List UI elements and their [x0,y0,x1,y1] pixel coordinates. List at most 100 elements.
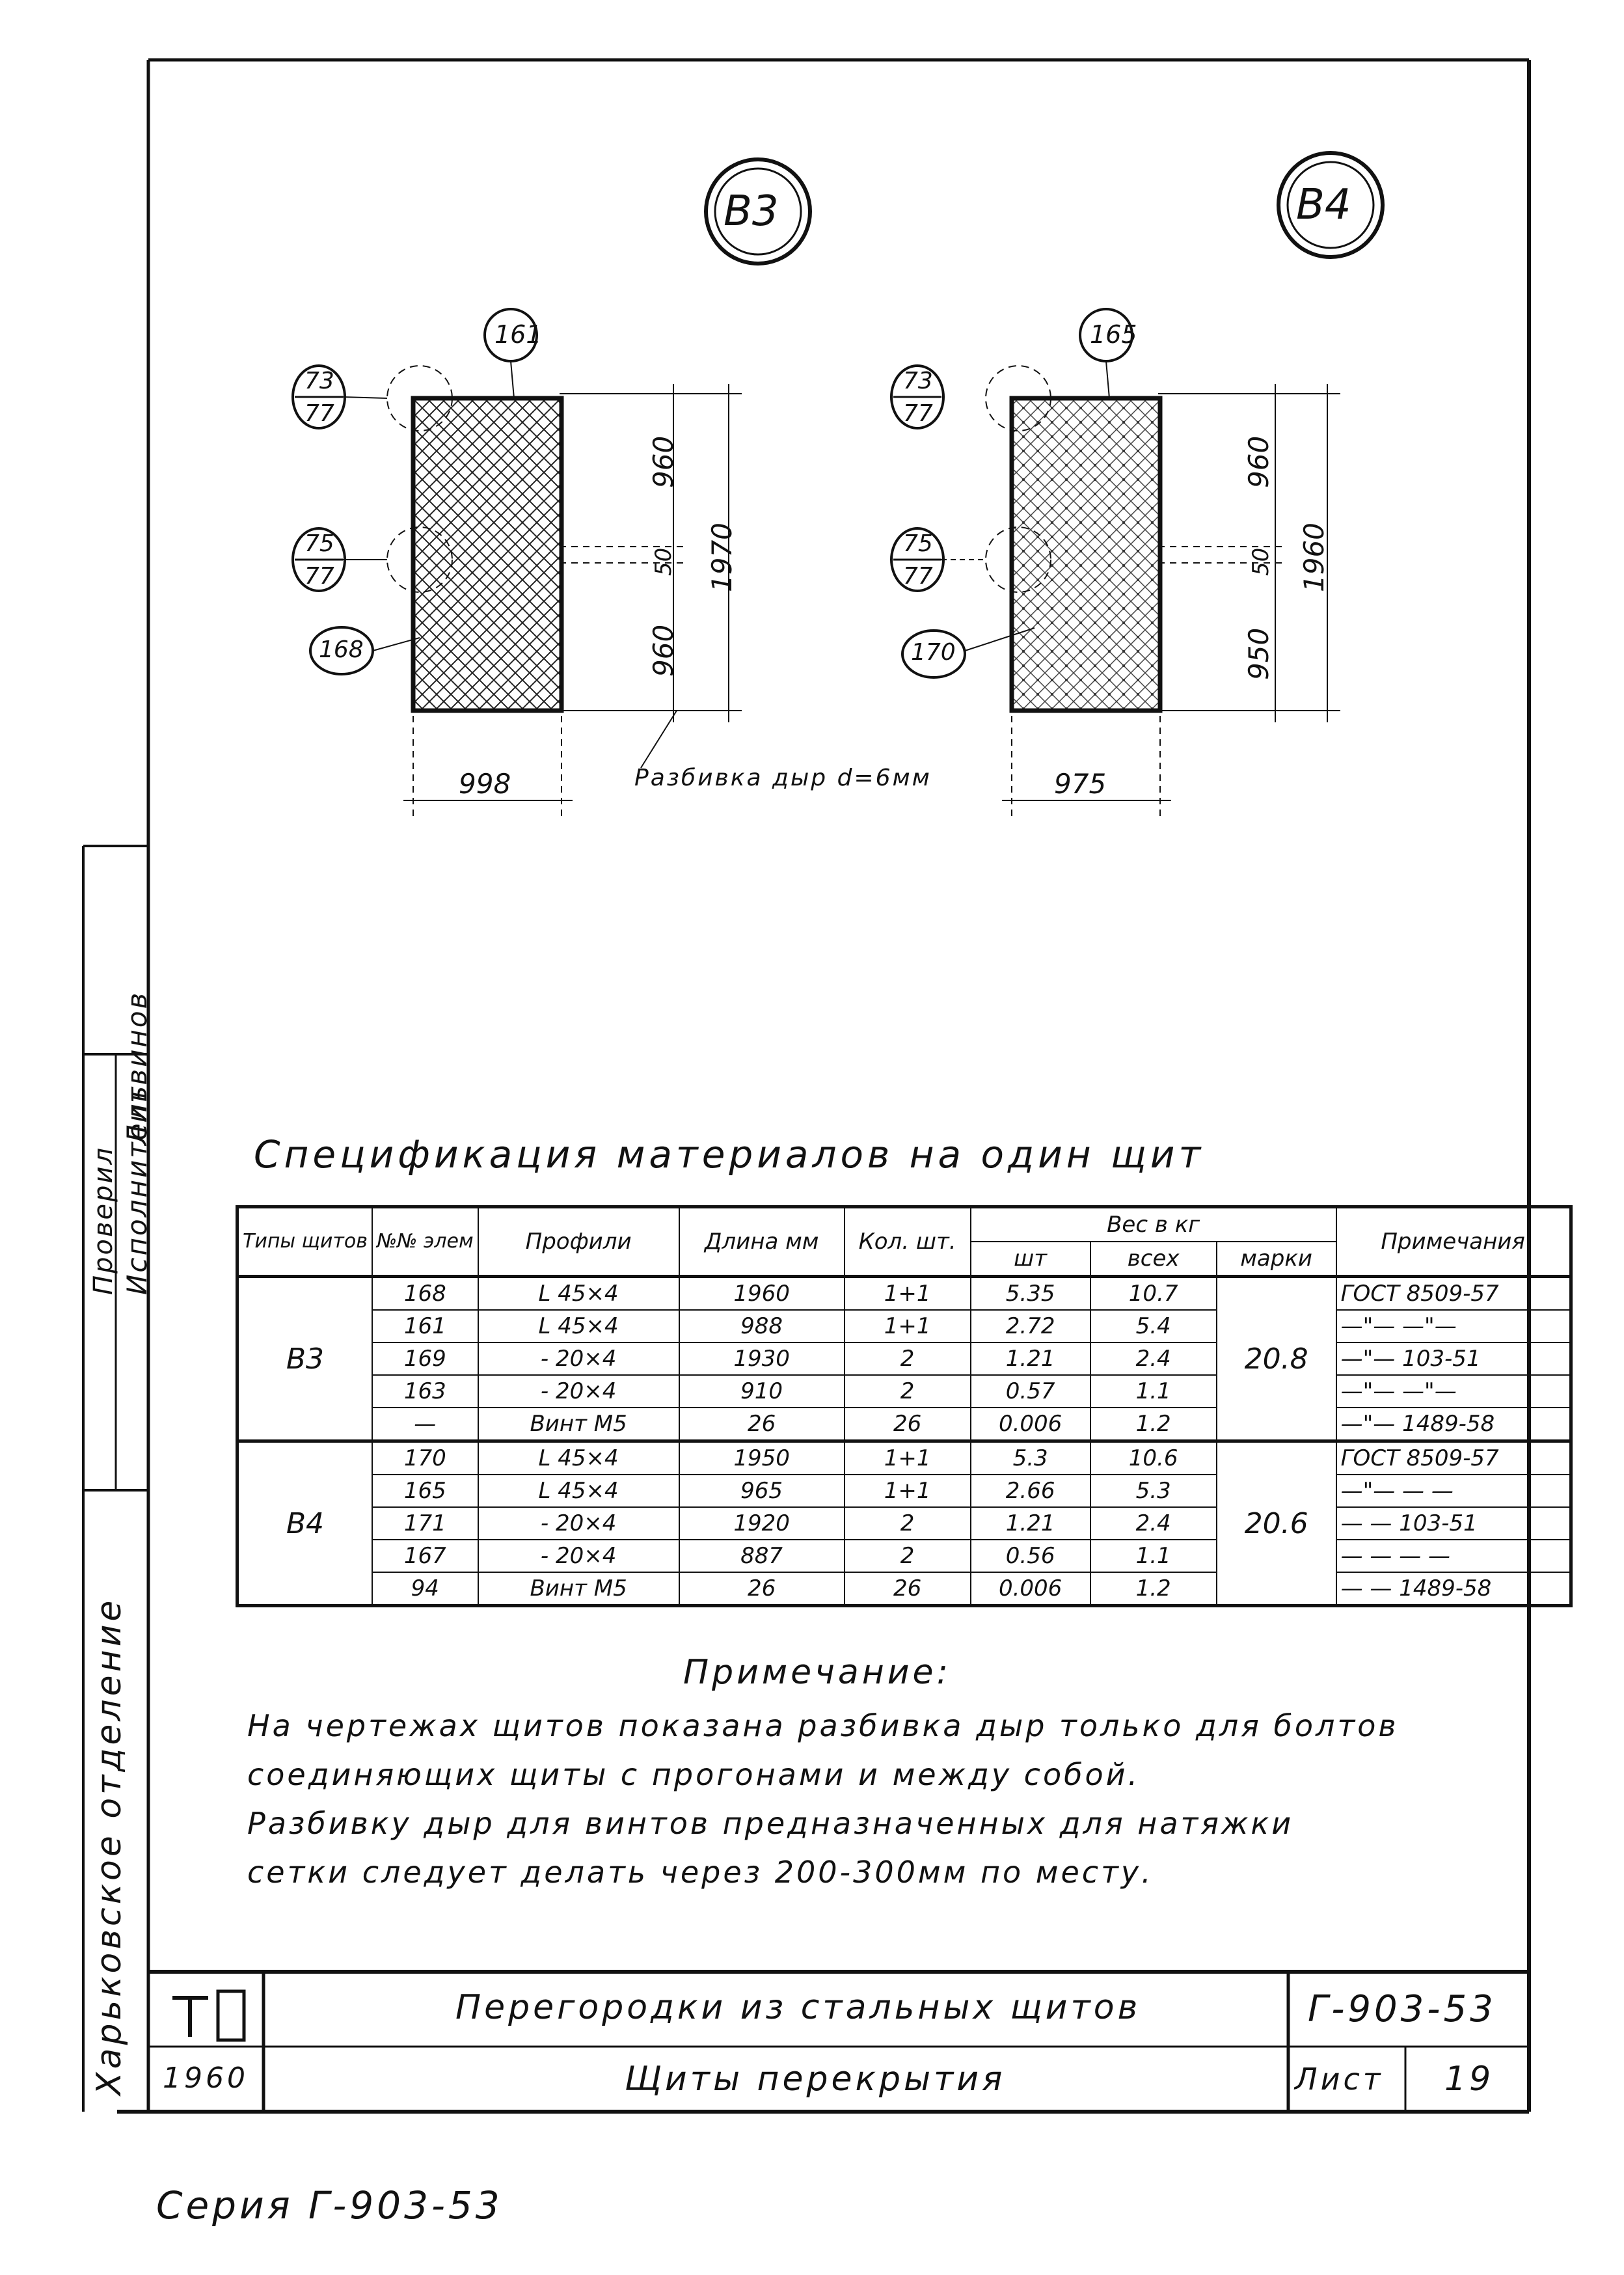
w-piece-cell: 0.56 [969,1539,1091,1573]
note-line-4: сетки следует делать через 200-300мм по … [247,1855,1154,1890]
note-line-1: На чертежах щитов показана разбивка дыр … [247,1708,1399,1743]
length-cell: 887 [678,1539,845,1573]
dim-right-bottom: 950 [1243,627,1275,680]
w-all-cell: 1.1 [1089,1374,1217,1408]
profile-cell: L 45×4 [477,1474,680,1508]
callout-168: 168 [319,636,364,663]
callout-75: 75 [304,530,334,557]
profile-cell: Винт М5 [477,1407,680,1442]
sheet-label: Лист [1295,2062,1384,2097]
header-length: Длина мм [678,1206,845,1277]
elem-cell: 163 [371,1374,479,1408]
note-line-3: Разбивку дыр для винтов предназначенных … [247,1806,1294,1841]
dim-right-width: 975 [1054,768,1107,800]
drawing-subtitle: Щиты перекрытия [625,2060,1006,2099]
w-all-cell: 2.4 [1089,1506,1217,1540]
table-row: 163 - 20×4 910 2 0.57 1.1 —"— —"— [237,1374,1572,1408]
profile-cell: - 20×4 [477,1506,680,1540]
note-cell: ГОСТ 8509-57 [1335,1440,1572,1475]
note-cell: — — 103-51 [1335,1506,1572,1540]
qty-cell: 1+1 [843,1275,971,1311]
w-all-cell: 1.1 [1089,1539,1217,1573]
w-piece-cell: 1.21 [969,1506,1091,1540]
note-cell: — — 1489-58 [1335,1572,1572,1607]
length-cell: 26 [678,1407,845,1442]
length-cell: 26 [678,1572,845,1607]
header-profile: Профили [477,1206,680,1277]
mark-weight-cell: 20.6 [1215,1440,1337,1607]
w-piece-cell: 0.006 [969,1572,1091,1607]
notes-heading: Примечание: [683,1653,952,1692]
w-all-cell: 10.6 [1089,1440,1217,1475]
w-piece-cell: 2.66 [969,1474,1091,1508]
elem-cell: 168 [371,1275,479,1311]
qty-cell: 2 [843,1342,971,1376]
elem-cell: 169 [371,1342,479,1376]
qty-cell: 2 [843,1539,971,1573]
elem-cell: 170 [371,1440,479,1475]
table-row: 165 L 45×4 965 1+1 2.66 5.3 —"— — — [237,1474,1572,1508]
header-w-piece: шт [969,1241,1091,1277]
length-cell: 1930 [678,1342,845,1376]
dim-right-top: 960 [1243,435,1275,488]
note-cell: —"— — — [1335,1474,1572,1508]
type-cell: В3 [236,1275,373,1442]
qty-cell: 2 [843,1374,971,1408]
qty-cell: 1+1 [843,1309,971,1343]
callout-77r: 77 [903,400,933,427]
table-row: 94 Винт М5 26 26 0.006 1.2 — — 1489-58 [237,1572,1572,1607]
callout-77: 77 [304,400,334,427]
qty-cell: 1+1 [843,1474,971,1508]
length-cell: 965 [678,1474,845,1508]
table-row: — Винт М5 26 26 0.006 1.2 —"— 1489-58 [237,1407,1572,1442]
qty-cell: 26 [843,1407,971,1442]
header-weight-group: Вес в кг [969,1206,1337,1242]
dim-left-total: 1970 [706,523,738,592]
w-all-cell: 1.2 [1089,1572,1217,1607]
elem-cell: 94 [371,1572,479,1607]
profile-cell: L 45×4 [477,1275,680,1311]
w-piece-cell: 5.35 [969,1275,1091,1311]
table-row: В3 168 L 45×4 1960 1+1 5.35 10.7 20.8 ГО… [236,1275,1572,1442]
w-all-cell: 10.7 [1089,1275,1217,1311]
callout-165: 165 [1090,320,1137,349]
panel-tag-b3: В3 [724,187,779,236]
hole-spacing-note: Разбивка дыр d=6мм [634,765,932,791]
drawing-code: Г-903-53 [1308,1988,1496,2030]
dim-right-gap: 50 [1248,547,1274,576]
length-cell: 1960 [678,1275,845,1311]
callout-77r2: 77 [903,563,933,590]
table-row: 169 - 20×4 1930 2 1.21 2.4 —"— 103-51 [237,1342,1572,1376]
type-cell: В4 [236,1440,373,1607]
note-cell: — — — — [1335,1539,1572,1573]
callout-75r: 75 [903,530,933,557]
w-piece-cell: 0.57 [969,1374,1091,1408]
header-qty: Кол. шт. [843,1206,971,1277]
header-w-all: всех [1089,1241,1217,1277]
note-line-2: соединяющих щиты с прогонами и между соб… [247,1757,1141,1792]
w-all-cell: 1.2 [1089,1407,1217,1442]
org-name: Харьковское отделение [90,1597,129,2095]
callout-73: 73 [304,368,334,394]
length-cell: 1920 [678,1506,845,1540]
profile-cell: - 20×4 [477,1539,680,1573]
spec-title: Спецификация материалов на один щит [254,1132,1205,1177]
series-label: Серия Г-903-53 [156,2183,503,2227]
elem-cell: 165 [371,1474,479,1508]
w-all-cell: 5.3 [1089,1474,1217,1508]
drawing-title: Перегородки из стальных щитов [455,1988,1141,2027]
table-row: 161 L 45×4 988 1+1 2.72 5.4 —"— —"— [237,1309,1572,1343]
profile-cell: L 45×4 [477,1440,680,1475]
w-piece-cell: 0.006 [969,1407,1091,1442]
dim-left-top: 960 [647,435,679,488]
table-row: 171 - 20×4 1920 2 1.21 2.4 — — 103-51 [237,1506,1572,1540]
year: 1960 [163,2062,249,2095]
note-cell: —"— —"— [1335,1374,1572,1408]
w-piece-cell: 2.72 [969,1309,1091,1343]
callout-161: 161 [494,320,542,349]
dim-left-gap: 50 [651,547,677,576]
dim-left-bottom: 960 [647,624,679,677]
profile-cell: Винт М5 [477,1572,680,1607]
profile-cell: L 45×4 [477,1309,680,1343]
